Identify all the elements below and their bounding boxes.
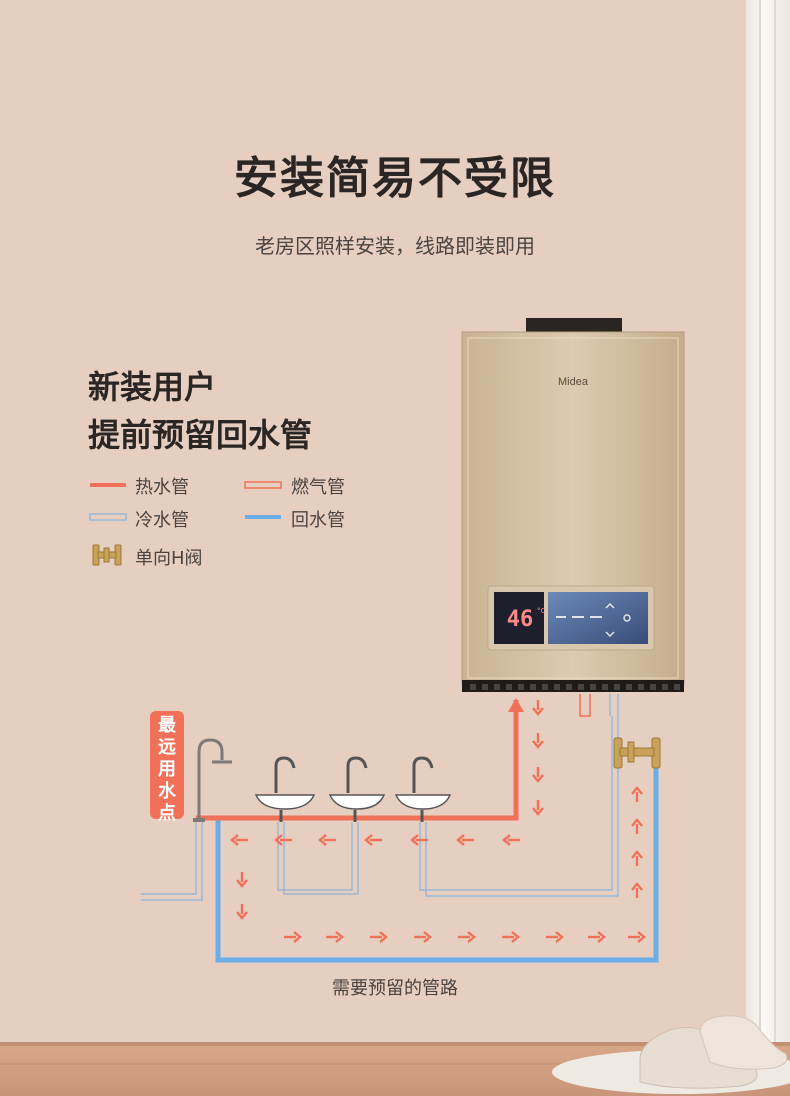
hot-water-pipe <box>196 700 519 821</box>
return-water-pipe <box>215 760 659 963</box>
sink-1 <box>254 756 316 822</box>
legend-label-cold: 冷水管 <box>135 510 189 531</box>
heading-line-2: 提前预留回水管 <box>88 416 313 454</box>
h-valve-icon <box>92 544 122 566</box>
page-subtitle: 老房区照样安装，线路即装即用 <box>255 234 535 258</box>
curtain <box>746 0 790 1096</box>
heater-brand: Midea <box>558 376 589 388</box>
gas-pipe <box>579 694 591 717</box>
legend-label-return: 回水管 <box>291 510 345 531</box>
heading-line-1: 新装用户 <box>88 368 217 406</box>
far-point-badge: 最远用水点 <box>150 711 184 824</box>
legend-label-hot: 热水管 <box>135 477 189 498</box>
legend-label-h-valve: 单向H阀 <box>135 548 203 569</box>
legend-swatch-gas <box>244 481 282 489</box>
heater-temp-unit: °C <box>537 607 546 615</box>
sink-3 <box>394 756 452 822</box>
pipe-caption: 需要预留的管路 <box>332 978 458 999</box>
page-title: 安装简易不受限 <box>234 153 556 204</box>
slippers <box>639 1015 788 1089</box>
heater-temp-display: 46 <box>507 607 534 632</box>
flow-arrows <box>230 700 646 943</box>
shower <box>197 738 232 820</box>
legend-label-gas: 燃气管 <box>291 477 345 498</box>
legend-swatch-hot <box>90 483 126 487</box>
legend-swatch-cold <box>89 513 127 521</box>
sink-2 <box>328 756 386 822</box>
h-valve <box>613 737 661 769</box>
legend-swatch-return <box>245 515 281 519</box>
cold-water-pipes <box>141 694 619 901</box>
water-heater <box>461 318 685 692</box>
